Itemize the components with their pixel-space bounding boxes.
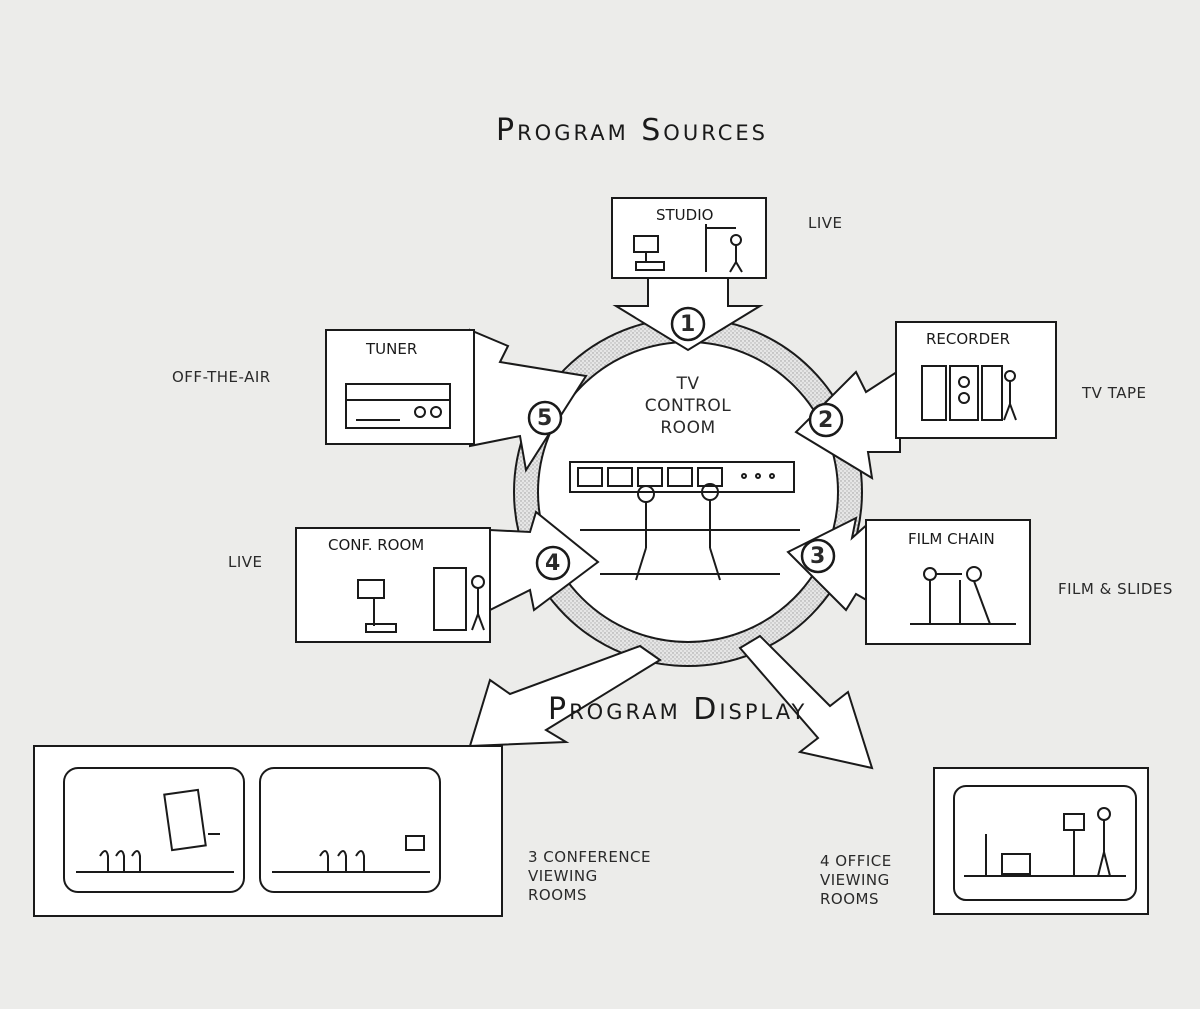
film-chain-side-label: FILM & SLIDES <box>1058 580 1173 598</box>
badge-1-number: 1 <box>680 312 696 337</box>
tuner-illustration <box>345 383 451 429</box>
badge-2-number: 2 <box>818 408 834 433</box>
conf-room-illustration <box>357 567 485 633</box>
badge-1-circle <box>670 306 706 342</box>
studio-illustration <box>633 224 743 273</box>
tuner-side-label: OFF-THE-AIR <box>172 368 271 386</box>
badge-3-number: 3 <box>810 544 826 569</box>
badge-4-circle <box>535 545 571 581</box>
office-display-label: 4 OFFICE VIEWING ROOMS <box>820 852 892 908</box>
studio-side-label: LIVE <box>808 214 843 232</box>
recorder-box-title: RECORDER <box>926 330 1011 348</box>
tuner-box-title: TUNER <box>366 340 418 358</box>
studio-box-title: STUDIO <box>656 206 714 224</box>
badge-4-number: 4 <box>545 551 561 576</box>
conf-room-side-label: LIVE <box>228 553 263 571</box>
control-console-illustration <box>569 461 800 581</box>
badge-5-number: 5 <box>537 406 553 431</box>
display-arrow-left <box>468 644 662 748</box>
film-chain-illustration <box>910 566 1016 625</box>
display-arrow-right <box>738 634 874 770</box>
recorder-illustration <box>921 365 1017 421</box>
program-sources-title: Program Sources <box>496 113 768 148</box>
recorder-side-label: TV TAPE <box>1082 384 1147 402</box>
conference-room-illustrations <box>76 788 430 873</box>
conf-room-box-title: CONF. ROOM <box>328 536 425 554</box>
conference-room-panel-2 <box>259 767 441 893</box>
office-room-illustration <box>964 807 1126 877</box>
badge-5-circle <box>527 400 563 436</box>
badge-2-circle <box>808 402 844 438</box>
conference-display-label: 3 CONFERENCE VIEWING ROOMS <box>528 848 651 904</box>
arrow-recorder <box>794 368 901 480</box>
film-chain-box-title: FILM CHAIN <box>908 530 995 548</box>
badge-3-circle <box>800 538 836 574</box>
badge-group <box>527 306 844 581</box>
office-room-panel <box>953 785 1137 901</box>
program-display-title: Program Display <box>548 692 808 727</box>
control-room-label: TV CONTROL ROOM <box>644 374 732 439</box>
conference-room-panel-1 <box>63 767 245 893</box>
